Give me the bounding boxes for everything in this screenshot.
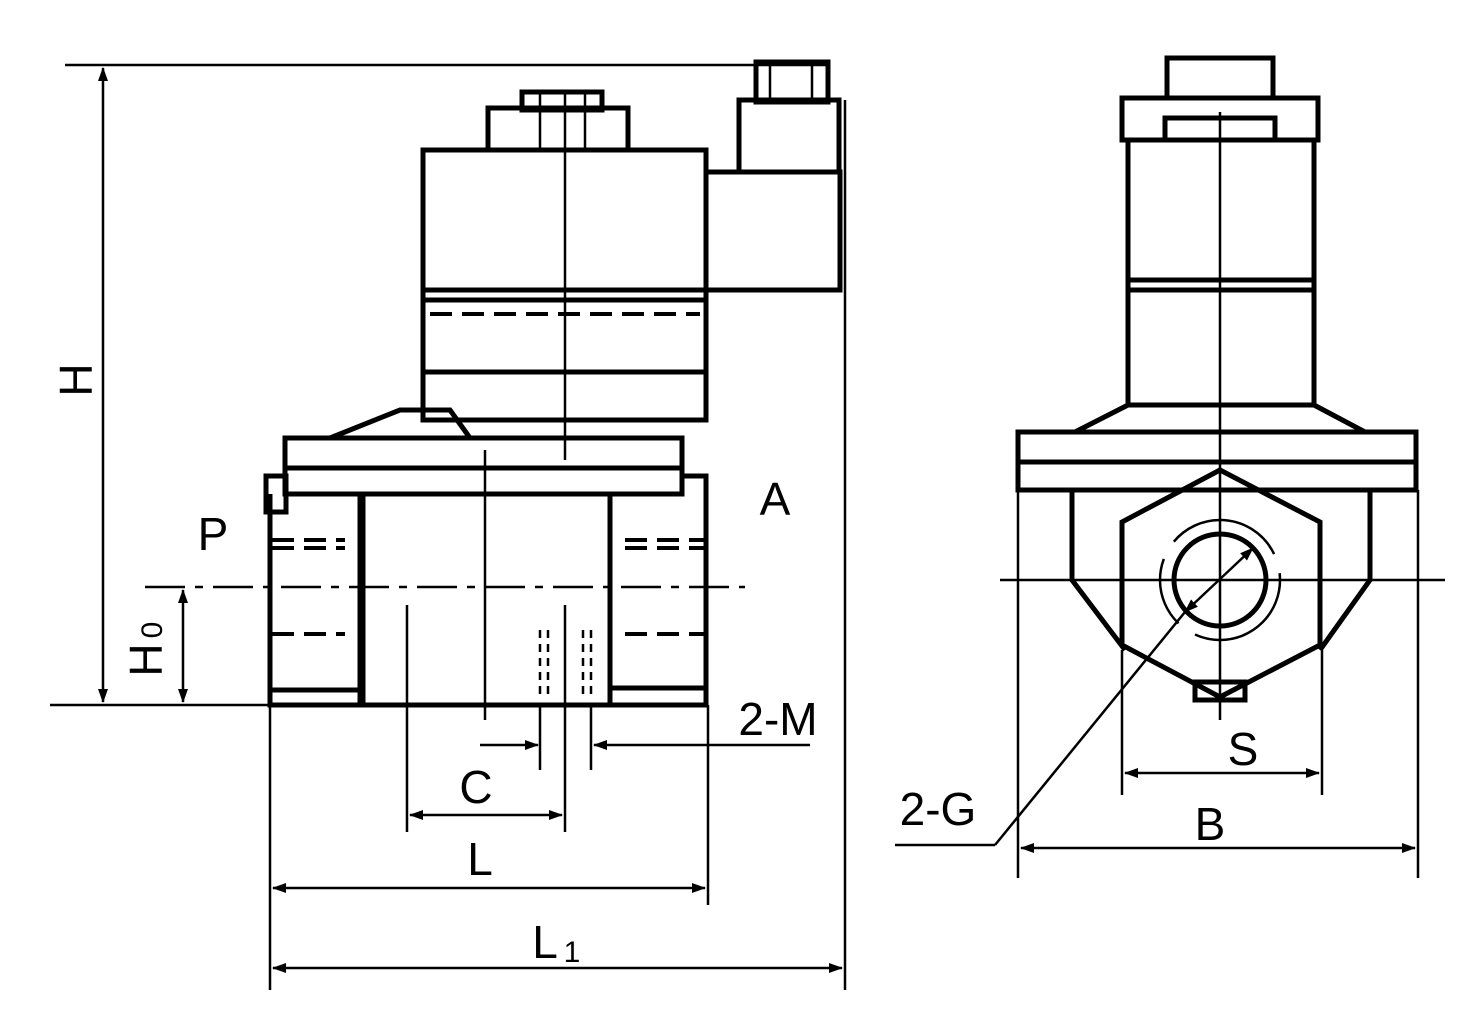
label-Ho-subscript: 0 <box>136 622 169 639</box>
label-P: P <box>198 508 229 560</box>
front-view: H H 0 P A 2-M C L L 1 <box>50 59 847 990</box>
label-L1: L <box>532 916 558 968</box>
coil-body <box>420 59 847 990</box>
flange <box>263 407 685 515</box>
label-L1-subscript: 1 <box>564 936 581 969</box>
label-A: A <box>760 473 791 525</box>
valve-body <box>267 473 709 708</box>
label-H: H <box>50 363 102 396</box>
label-2-G: 2-G <box>900 783 977 835</box>
label-L: L <box>467 833 493 885</box>
label-Ho: H <box>120 643 172 676</box>
side-view: S 2-G B <box>895 55 1445 878</box>
label-C: C <box>459 761 492 813</box>
label-2-M: 2-M <box>738 693 817 745</box>
side-flange <box>1015 429 1419 465</box>
label-B: B <box>1195 798 1226 850</box>
label-S: S <box>1228 723 1259 775</box>
